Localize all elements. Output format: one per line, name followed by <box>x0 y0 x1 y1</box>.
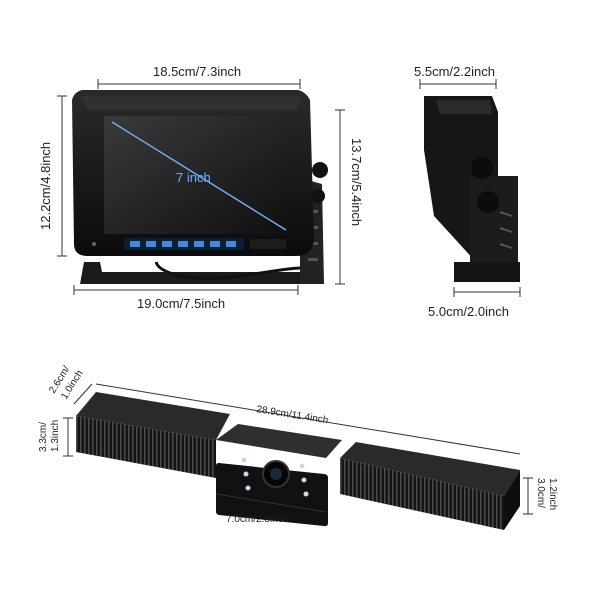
monitor-button-icon <box>194 241 204 247</box>
monitor-side-view: 5.5cm/2.2inch 5.0cm/2.0inch <box>414 64 521 319</box>
side-bracket-slots <box>499 211 513 249</box>
mount-knob-icon <box>312 162 328 178</box>
dimension-line-bar-length <box>95 383 521 455</box>
monitor-button-icon <box>210 241 220 247</box>
ir-led-icon <box>299 463 305 469</box>
side-depth-top-label: 5.5cm/2.2inch <box>414 64 495 79</box>
monitor-buttons <box>130 241 236 247</box>
monitor-height-left-label: 12.2cm/4.8inch <box>38 142 53 230</box>
bar-right-height-label-line1: 3.0cm/ <box>535 478 546 508</box>
bar-left-height-label-line1: 3.3cm/ <box>38 422 49 452</box>
mount-knob-icon <box>311 189 325 203</box>
monitor-height-right-label: 13.7cm/5.4inch <box>349 138 364 226</box>
monitor-logo-plate <box>250 239 286 249</box>
side-base <box>454 262 520 282</box>
monitor-cable <box>154 261 301 280</box>
camera-width-label: 7.0cm/2.8inch <box>226 514 288 525</box>
bracket-slot <box>499 243 513 249</box>
monitor-button-icon <box>130 241 140 247</box>
ir-led-icon <box>303 491 309 497</box>
monitor-width-top-label: 18.5cm/7.3inch <box>153 64 241 79</box>
monitor-button-icon <box>162 241 172 247</box>
left-solar-panel <box>76 416 216 478</box>
ir-led-icon <box>301 477 307 483</box>
monitor-front-view: 7 inch 18.5cm/7.3inch 19.0cm/7.5inch 12.… <box>38 64 364 311</box>
bar-length-label: 28.9cm/11.4inch <box>256 404 329 426</box>
side-knob-icon <box>471 157 493 179</box>
right-panel-end <box>504 470 520 530</box>
screen-diagonal-label: 7 inch <box>176 170 211 185</box>
camera-housing-top <box>216 424 342 458</box>
side-knob-icon <box>477 191 499 213</box>
side-depth-bottom-label: 5.0cm/2.0inch <box>428 304 509 319</box>
ir-led-icon <box>245 485 251 491</box>
dimension-line-camera-width <box>215 493 327 513</box>
monitor-width-bottom-label: 19.0cm/7.5inch <box>137 296 225 311</box>
bracket-slot <box>499 211 513 217</box>
monitor-stand <box>80 262 322 284</box>
monitor-button-icon <box>226 241 236 247</box>
ir-led-icon <box>241 457 247 463</box>
bracket-slot <box>308 258 318 261</box>
monitor-sunshade <box>80 96 302 110</box>
monitor-button-icon <box>146 241 156 247</box>
right-panel-top <box>340 442 520 496</box>
left-panel-top <box>76 392 230 440</box>
monitor-button-icon <box>178 241 188 247</box>
camera-housing <box>216 463 328 527</box>
screen-diagonal-line <box>111 121 287 231</box>
dimension-line-bar-depth <box>73 383 93 405</box>
right-solar-panel <box>340 458 504 530</box>
ir-led-icon <box>243 471 249 477</box>
camera-lens-glass-icon <box>270 468 282 480</box>
power-led-icon <box>92 242 96 246</box>
bracket-slot <box>499 227 513 233</box>
camera-ir-leds <box>241 457 309 497</box>
bar-right-height-label-line2: 1.2inch <box>547 478 558 510</box>
bar-left-height-label-line2: 1.3inch <box>50 420 61 452</box>
side-sunshade <box>436 100 492 114</box>
camera-bar: 28.9cm/11.4inch 2.6cm/ 1.0inch 3.3cm/ 1.… <box>38 364 558 530</box>
